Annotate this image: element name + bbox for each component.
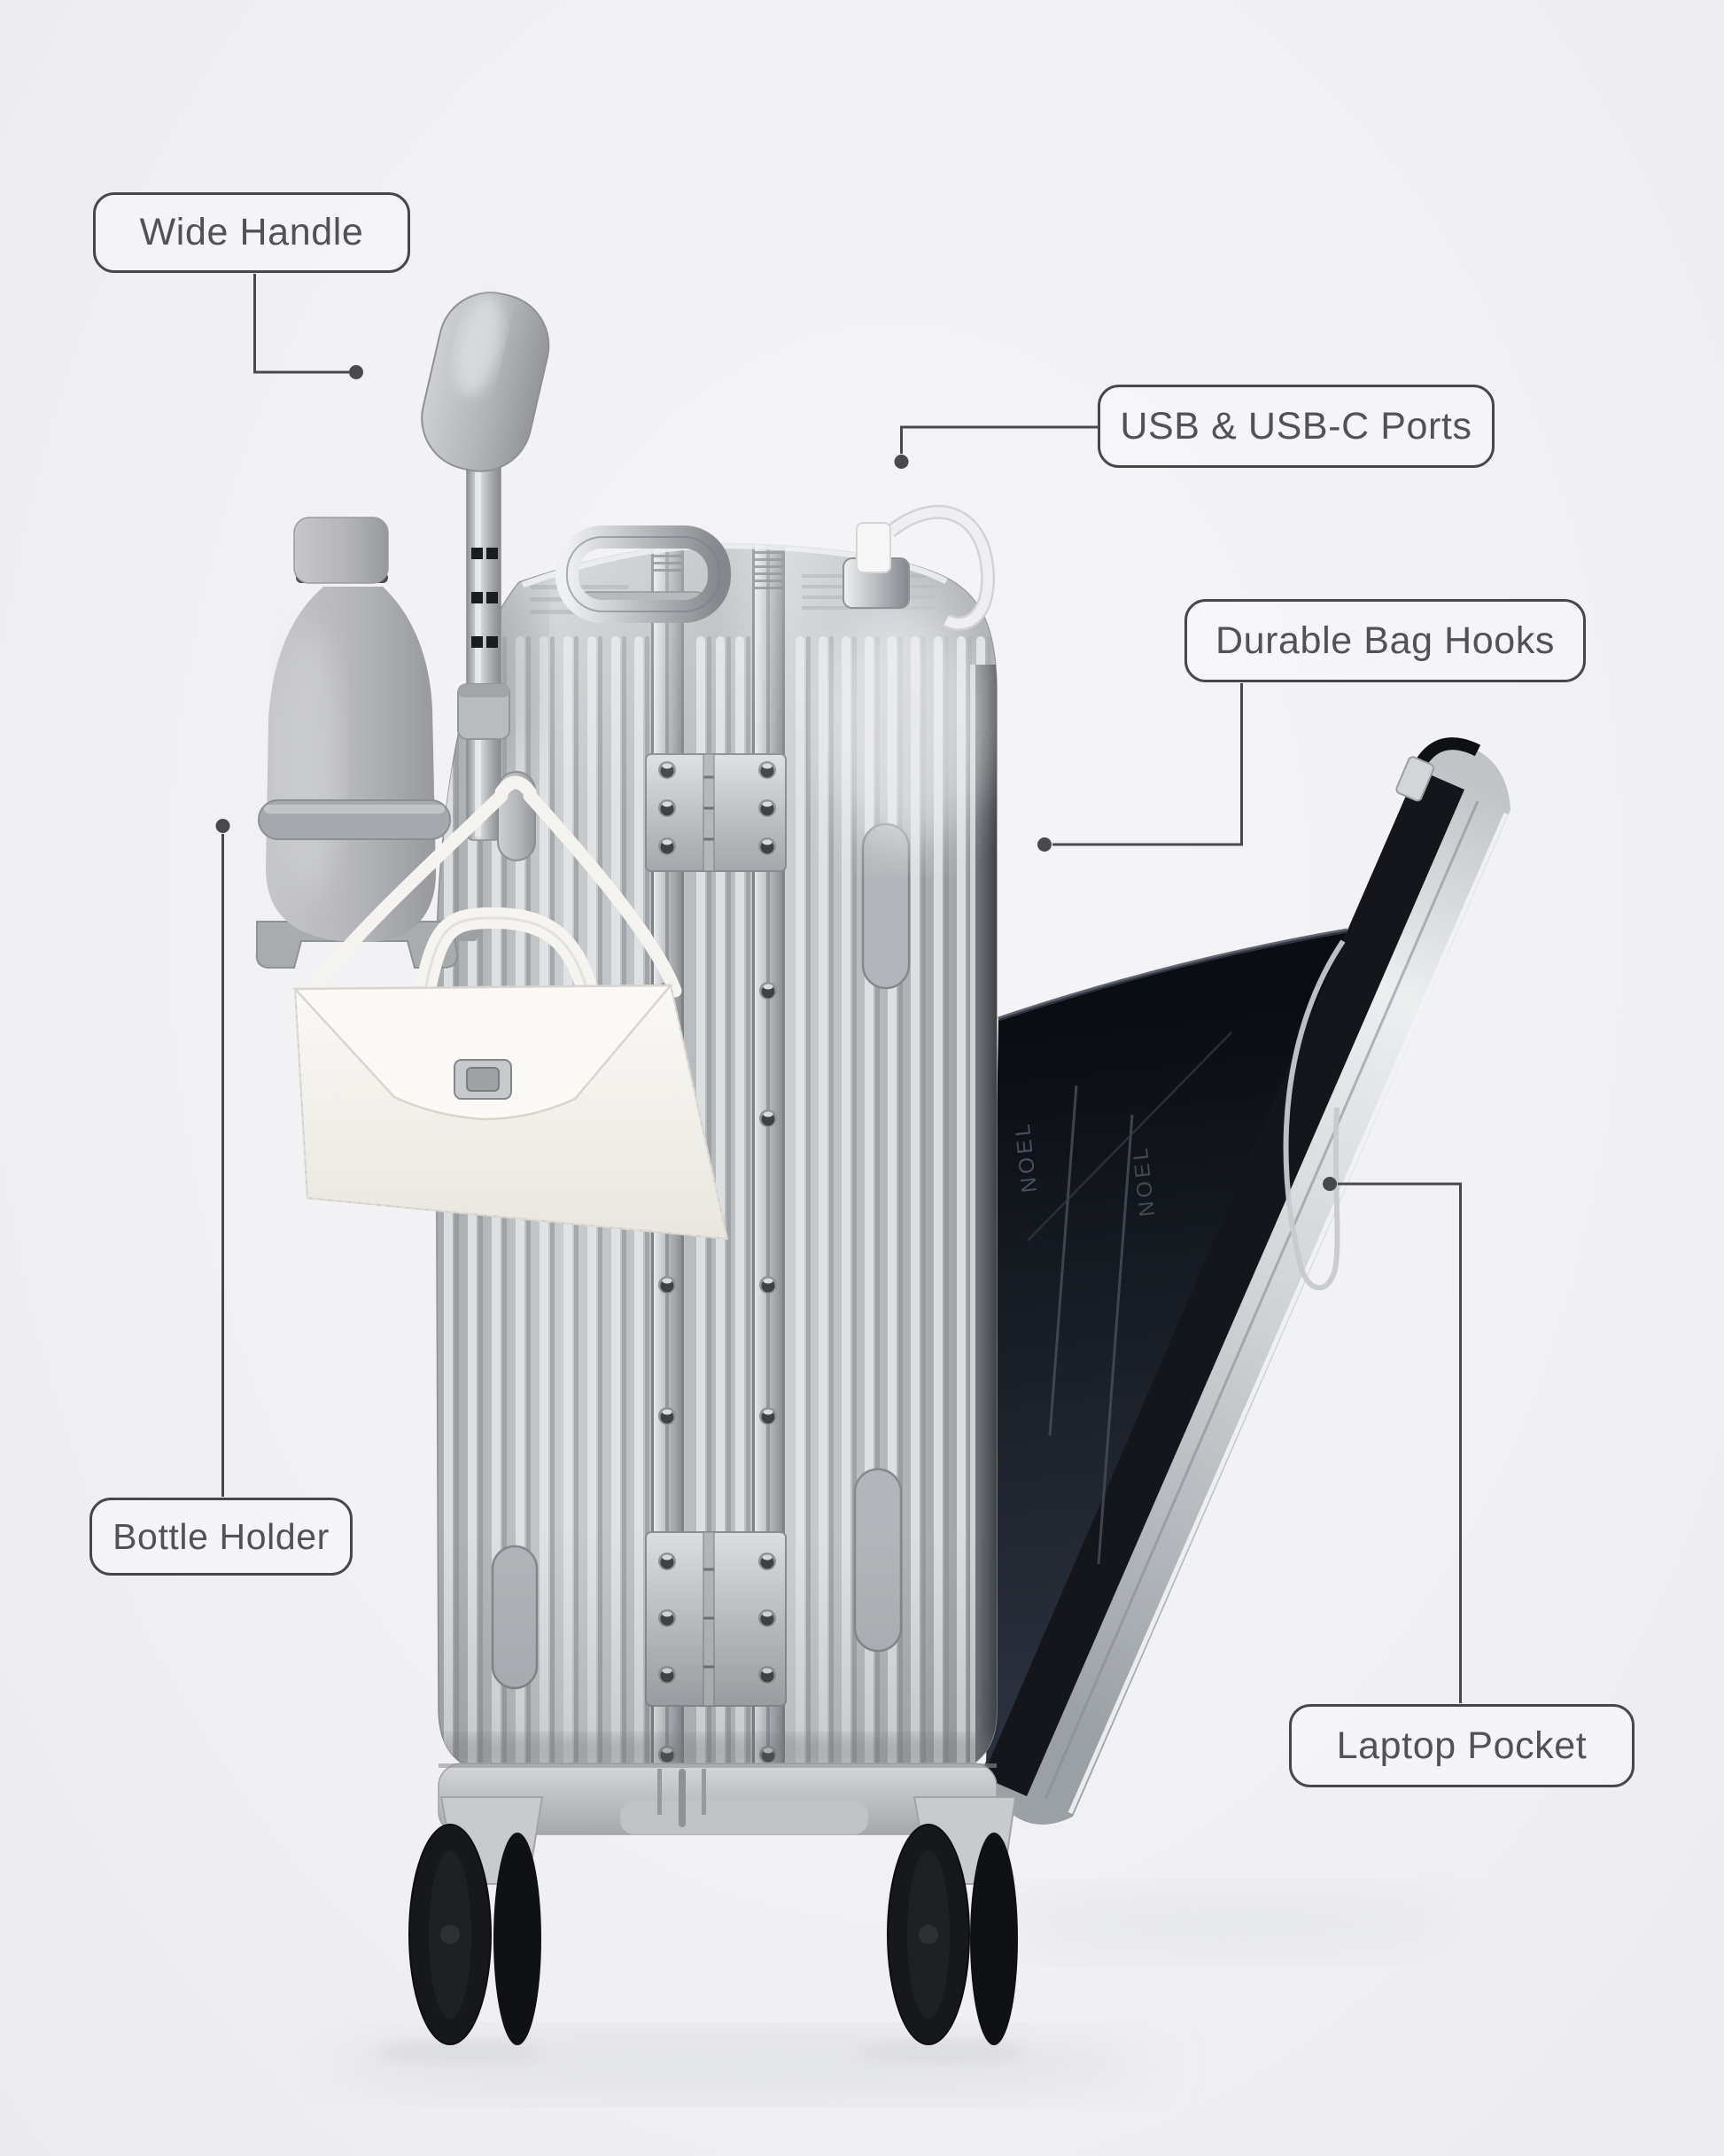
callout-bag-hooks: Durable Bag Hooks — [1184, 599, 1586, 682]
leader-bag-hooks — [1052, 683, 1243, 846]
leader-dots — [215, 365, 1337, 1191]
usb-plug — [856, 522, 891, 573]
leader-lines — [215, 274, 1462, 1703]
callout-wide-handle: Wide Handle — [93, 192, 410, 273]
lid-latch — [1395, 756, 1435, 802]
wheel — [493, 1833, 541, 2045]
spinner-wheels — [377, 1796, 1025, 2065]
leader-usb-ports — [900, 425, 1098, 454]
leader-wide-handle — [253, 274, 349, 374]
handle-adjust-holes — [471, 548, 498, 648]
callout-usb-ports: USB & USB-C Ports — [1098, 385, 1495, 468]
callout-bag-hooks-label: Durable Bag Hooks — [1215, 619, 1556, 662]
handbag — [292, 775, 729, 1241]
handbag-flap — [292, 984, 673, 1121]
pocket-stay-wire — [1283, 939, 1346, 1291]
leader-laptop-pocket — [1338, 1182, 1462, 1703]
suitcase-base — [438, 1763, 998, 1835]
handbag-strap — [301, 789, 509, 1001]
callout-bottle-holder-label: Bottle Holder — [113, 1515, 330, 1557]
callout-laptop-pocket-label: Laptop Pocket — [1336, 1724, 1588, 1767]
bottle-holder-strap — [258, 799, 451, 840]
callout-laptop-pocket: Laptop Pocket — [1289, 1704, 1635, 1787]
handle-grip — [421, 292, 550, 472]
callout-wide-handle-label: Wide Handle — [139, 211, 364, 253]
callout-bottle-holder: Bottle Holder — [89, 1498, 353, 1576]
callout-usb-ports-label: USB & USB-C Ports — [1120, 404, 1472, 448]
laptop-pocket-fabric: NOEL NOEL — [986, 928, 1348, 1769]
usb-ports — [843, 504, 996, 631]
carry-handle — [555, 525, 731, 623]
handbag-clasp — [454, 1059, 512, 1100]
trolley-handle — [421, 292, 550, 841]
